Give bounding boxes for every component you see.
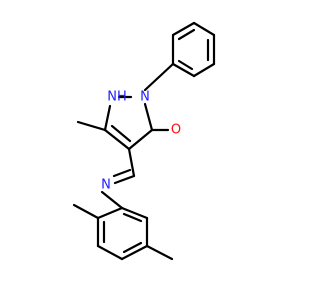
- double-bond-inner: [177, 59, 194, 71]
- bond: [192, 62, 216, 78]
- atom-label-oxygen: O: [171, 123, 181, 138]
- double-bond-inner: [177, 28, 196, 41]
- bond-n-phenyl: [143, 62, 175, 92]
- bond: [120, 206, 149, 220]
- atom-label-n-imine: N: [101, 178, 111, 193]
- bond-c4-ch: [127, 147, 136, 178]
- molecule-diagram: NH N O N: [72, 21, 216, 261]
- bond: [171, 62, 196, 78]
- bond-aryl-methyl-meta: [145, 244, 174, 261]
- bond: [171, 21, 196, 37]
- phenyl-ring: [171, 21, 216, 78]
- bond: [96, 206, 124, 220]
- atom-label-nh: NH: [107, 90, 127, 105]
- bond: [192, 21, 216, 37]
- bond-methyl: [76, 120, 107, 132]
- double-bond-inner: [110, 124, 132, 143]
- bond-c5-c4: [127, 128, 154, 151]
- double-bond-inner: [122, 241, 143, 254]
- bond-aryl-methyl-ortho: [72, 203, 100, 220]
- bond-c4-c3: [103, 128, 131, 151]
- double-bond-inner: [122, 212, 143, 223]
- bond-n-c5: [143, 102, 154, 132]
- bond-n-aryl: [100, 190, 124, 210]
- pyrazolone-ring: [103, 95, 154, 151]
- structure-canvas: NH N O N: [72, 21, 216, 261]
- bond: [96, 244, 124, 261]
- atom-label-n-ring: N: [140, 90, 150, 105]
- bond-ch-n-double-1: [113, 174, 136, 185]
- bond-c3-nh: [103, 104, 112, 132]
- bond: [120, 244, 149, 261]
- dimethylphenyl-ring: [96, 206, 149, 261]
- bond-ch-n-double-2: [112, 168, 132, 178]
